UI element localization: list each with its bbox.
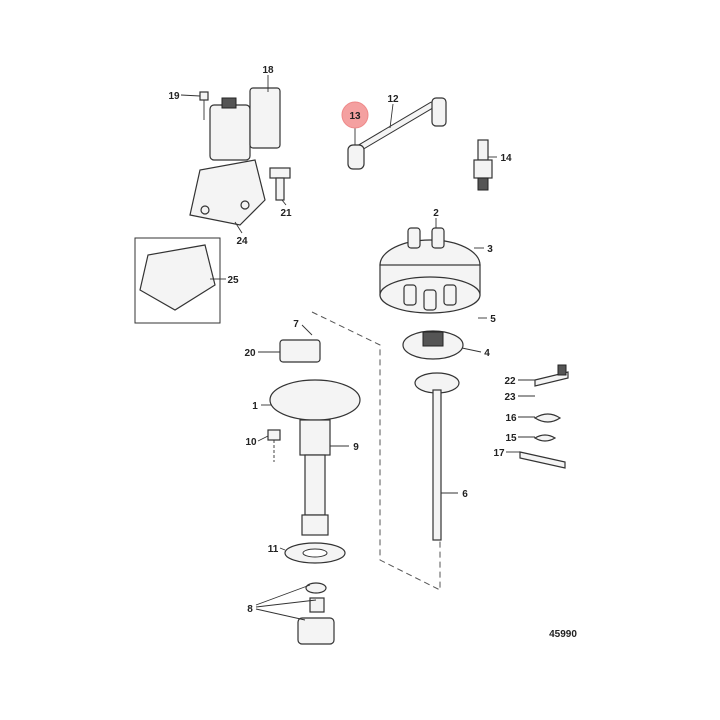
coil-bracket[interactable]: [189, 159, 266, 226]
callout-23[interactable]: 23: [504, 392, 516, 403]
small-parts[interactable]: [519, 364, 569, 469]
washer[interactable]: [284, 542, 346, 564]
leader-lines: [180, 75, 535, 621]
callout-20[interactable]: 20: [244, 348, 256, 359]
callout-22[interactable]: 22: [504, 376, 516, 387]
diagram-id: 45990: [549, 629, 577, 640]
distributor-cap[interactable]: [379, 227, 481, 314]
callout-6[interactable]: 6: [462, 489, 468, 500]
callout-19[interactable]: 19: [168, 91, 180, 102]
callout-24[interactable]: 24: [236, 236, 248, 247]
screw[interactable]: [199, 91, 209, 120]
callout-7[interactable]: 7: [293, 319, 299, 330]
callout-12[interactable]: 12: [387, 94, 399, 105]
callout-9[interactable]: 9: [353, 442, 359, 453]
callout-25[interactable]: 25: [227, 275, 239, 286]
callout-3[interactable]: 3: [487, 244, 493, 255]
callout-21[interactable]: 21: [280, 208, 292, 219]
callout-17[interactable]: 17: [493, 448, 505, 459]
callout-13[interactable]: 13: [349, 111, 361, 122]
spark-plug[interactable]: [473, 139, 493, 191]
callout-5[interactable]: 5: [490, 314, 496, 325]
callout-11[interactable]: 11: [268, 544, 279, 555]
pickup-module[interactable]: [279, 339, 321, 363]
distributor-housing[interactable]: [269, 379, 361, 536]
rotor[interactable]: [402, 330, 464, 360]
callout-15[interactable]: 15: [505, 433, 517, 444]
distributor-shaft[interactable]: [414, 372, 460, 541]
alignment-line: [311, 311, 441, 591]
callout-1[interactable]: 1: [252, 401, 258, 412]
highlight-circle[interactable]: [341, 101, 369, 129]
bolt-10[interactable]: [267, 429, 281, 462]
callout-14[interactable]: 14: [500, 153, 512, 164]
callout-2[interactable]: 2: [433, 208, 439, 219]
drive-gear[interactable]: [297, 582, 335, 645]
bracket-inset[interactable]: [139, 244, 216, 311]
callout-18[interactable]: 18: [262, 65, 274, 76]
bolt[interactable]: [269, 167, 291, 201]
ignition-coil[interactable]: [209, 87, 281, 161]
callout-4[interactable]: 4: [484, 348, 490, 359]
spark-plug-wire[interactable]: [347, 97, 447, 170]
callout-8[interactable]: 8: [247, 604, 253, 615]
callout-16[interactable]: 16: [505, 413, 517, 424]
callout-10[interactable]: 10: [245, 437, 257, 448]
